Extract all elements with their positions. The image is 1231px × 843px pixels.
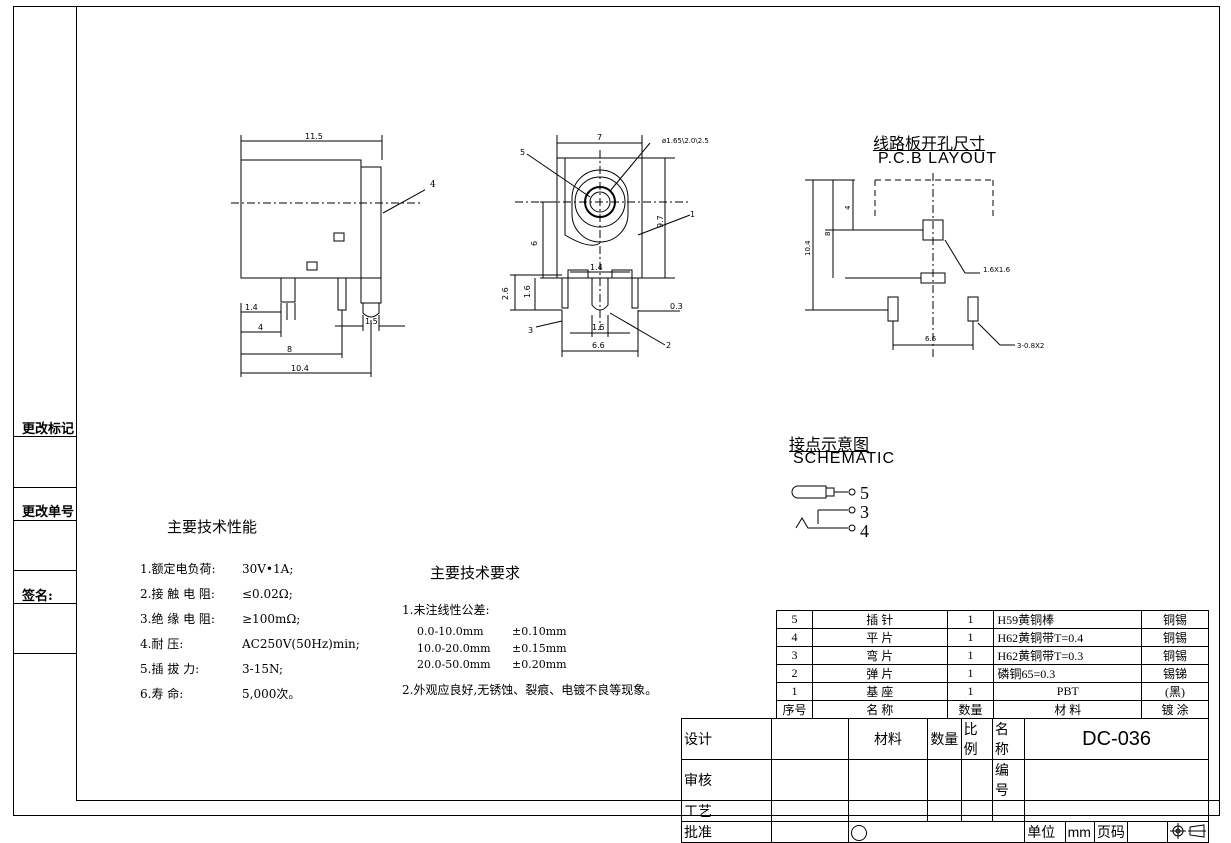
spec-item: 3.绝 缘 电 阻:≥100mΩ; xyxy=(140,612,301,626)
name-label: 名称 xyxy=(991,718,1026,760)
callout-5: 5 xyxy=(520,148,525,157)
scale-header: 比例 xyxy=(960,718,993,760)
change-mark-label: 更改标记 xyxy=(22,422,75,437)
tolerance-row: 0.0-10.0mm±0.10mm xyxy=(417,625,567,638)
dim-4: 4 xyxy=(258,323,263,332)
projection-circle-icon xyxy=(850,824,867,841)
callout-4-label: 4 xyxy=(430,180,436,190)
bom-header-row: 序号名 称数量材 料镀 涂 xyxy=(776,700,1209,719)
dim-1-4: 1.4 xyxy=(590,263,603,272)
dim-6-6: 6.6 xyxy=(592,341,605,350)
dim-1-5: 1.5 xyxy=(365,317,378,326)
design-label: 设计 xyxy=(681,718,772,760)
schematic-pin-4: 4 xyxy=(860,521,869,541)
dim-6: 6 xyxy=(530,241,539,246)
side-divider xyxy=(13,570,76,571)
dim-1-4: 1.4 xyxy=(245,303,258,312)
code-label: 编号 xyxy=(991,759,1026,801)
side-divider xyxy=(13,603,76,604)
schematic-title-cn: 接点示意图 xyxy=(789,437,870,454)
dim-1-5: 1.5 xyxy=(592,323,605,332)
spec-item: 2.接 触 电 阻:≤0.02Ω; xyxy=(140,587,293,601)
slot-size-label: 3-0.8X2 xyxy=(1017,342,1044,350)
dim-8: 8 xyxy=(287,345,292,354)
requirements-title: 主要技术要求 xyxy=(430,564,521,582)
pcb-layout-drawing: 10.4 8 4 6.6 1.6X1.6 3-0.8X2 xyxy=(804,173,1044,360)
side-divider xyxy=(13,520,76,521)
schematic-pin-5: 5 xyxy=(860,483,869,503)
pcb-title-cn: 线路板开孔尺寸 xyxy=(873,136,986,153)
dim-1-6: 1.6 xyxy=(523,285,532,298)
dim-6-6: 6.6 xyxy=(925,335,937,343)
change-number-label: 更改单号 xyxy=(22,505,75,520)
callout-2: 2 xyxy=(666,341,671,350)
requirements-line-1: 1.未注线性公差: xyxy=(402,603,490,617)
spec-item: 1.额定电负荷:30V•1A; xyxy=(140,562,294,576)
spec-item: 4.耐 压:AC250V(50Hz)min; xyxy=(140,637,360,651)
drawing-inner-border xyxy=(76,6,1219,801)
dim-11-5: 11.5 xyxy=(305,132,323,141)
schematic-pin-3: 3 xyxy=(860,502,869,522)
tolerance-table: 0.0-10.0mm±0.10mm 10.0-20.0mm±0.15mm 20.… xyxy=(417,624,567,674)
spec-item: 6.寿 命:5,000次。 xyxy=(140,687,301,701)
side-view-drawing: 11.5 1.4 4 8 10.4 1.5 4 xyxy=(231,132,425,377)
dim-9-7: 9.7 xyxy=(656,215,665,228)
dim-8: 8 xyxy=(824,232,832,236)
specs-title: 主要技术性能 xyxy=(167,518,258,536)
material-header: 材料 xyxy=(847,718,929,760)
title-block: 设计 材料 数量 比例 名称 DC-036 审核 编号 工艺 批准 单位 mm … xyxy=(681,718,1210,843)
drawing-name: DC-036 xyxy=(1024,718,1209,760)
tolerance-row: 10.0-20.0mm±0.15mm xyxy=(417,641,567,655)
pad-size-label: 1.6X1.6 xyxy=(983,266,1011,274)
side-divider xyxy=(13,436,76,437)
side-divider xyxy=(13,487,76,488)
spec-item: 5.插 拔 力:3-15N; xyxy=(140,662,284,676)
callout-1: 1 xyxy=(690,210,695,219)
review-label: 审核 xyxy=(681,759,772,801)
dim-diameter: ø1.65\2.0\2.5 xyxy=(662,137,709,145)
side-divider xyxy=(13,653,76,654)
dim-0-3: 0.3 xyxy=(670,302,683,311)
schematic-title-en: SCHEMATIC xyxy=(793,450,896,467)
tolerance-row: 20.0-50.0mm±0.20mm xyxy=(417,658,567,671)
specs-list: 1.额定电负荷:30V•1A; 2.接 触 电 阻:≤0.02Ω; 3.绝 缘 … xyxy=(140,557,360,707)
dim-10-4: 10.4 xyxy=(291,364,309,373)
requirements-line-2: 2.外观应良好,无锈蚀、裂痕、电镀不良等现象。 xyxy=(402,683,658,697)
pcb-title-en: P.C.B LAYOUT xyxy=(878,150,997,167)
front-view-drawing: 7 ø1.65\2.0\2.5 5 1 3 2 6 9.7 2.6 1.6 1.… xyxy=(501,133,709,357)
dim-7: 7 xyxy=(597,133,602,142)
dim-10-4: 10.4 xyxy=(804,240,812,256)
schematic-symbol xyxy=(791,485,856,532)
drawing-border xyxy=(13,6,1220,816)
quantity-header: 数量 xyxy=(927,718,962,760)
dim-2-6: 2.6 xyxy=(501,287,510,300)
signature-label: 签名: xyxy=(22,589,53,604)
callout-3: 3 xyxy=(528,326,533,335)
process-label: 工艺 xyxy=(681,800,772,822)
dim-4: 4 xyxy=(844,205,852,210)
